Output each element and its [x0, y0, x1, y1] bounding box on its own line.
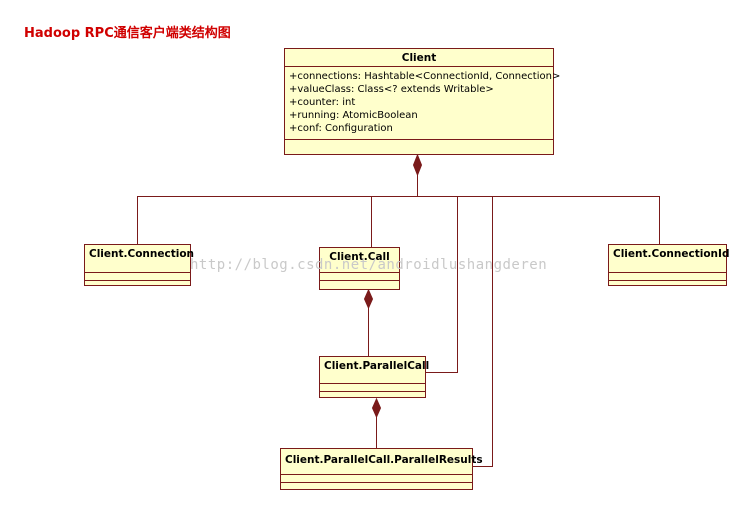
attribute: +conf: Configuration: [289, 123, 393, 134]
link-parallelresults: [472, 196, 493, 467]
attribute: +running: AtomicBoolean: [289, 110, 418, 121]
class-client-connectionid[interactable]: Client.ConnectionId: [608, 244, 730, 286]
class-client-connection[interactable]: Client.Connection: [84, 244, 195, 286]
class-client-parallelcall-parallelresults[interactable]: Client.ParallelCall.ParallelResults: [280, 448, 483, 490]
class-name: Client.ParallelCall: [324, 360, 430, 372]
composition-diamond-parallelcall: [371, 397, 382, 419]
attribute: +connections: Hashtable<ConnectionId, Co…: [289, 71, 561, 82]
composition-diamond-client: [412, 153, 423, 177]
composition-diamond-call: [363, 288, 374, 310]
attribute: +counter: int: [289, 97, 356, 108]
class-name: Client.ConnectionId: [613, 248, 730, 260]
class-name: Client: [401, 52, 437, 64]
class-client[interactable]: Client +connections: Hashtable<Connectio…: [284, 48, 561, 155]
class-name: Client.ParallelCall.ParallelResults: [285, 454, 483, 466]
class-client-parallelcall[interactable]: Client.ParallelCall: [319, 356, 430, 398]
class-client-call[interactable]: Client.Call: [319, 247, 400, 290]
link-parallelcall: [426, 196, 458, 373]
attribute: +valueClass: Class<? extends Writable>: [289, 84, 494, 95]
class-name: Client.Connection: [89, 248, 195, 260]
attribute-list: +connections: Hashtable<ConnectionId, Co…: [285, 67, 561, 139]
class-name: Client.Call: [329, 251, 390, 263]
diagram-title: Hadoop RPC通信客户端类结构图: [24, 26, 231, 41]
